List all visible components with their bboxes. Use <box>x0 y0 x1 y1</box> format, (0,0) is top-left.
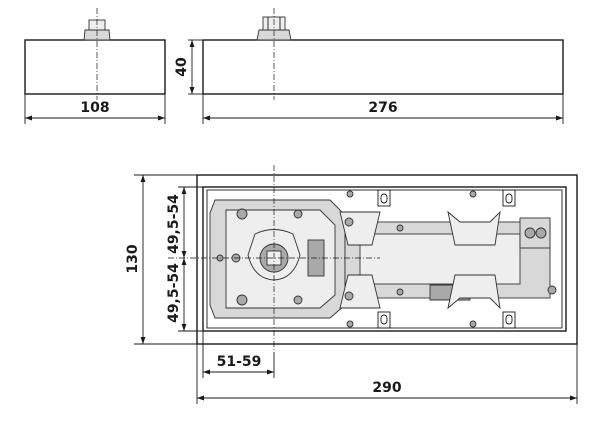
side-view-body <box>24 39 166 95</box>
dim-half-upper: 49,5-54 <box>166 194 182 254</box>
dim-side-width: 108 <box>80 100 109 116</box>
closer-mechanism <box>209 190 557 328</box>
mounting-slots <box>377 189 516 329</box>
dim-total-length: 290 <box>372 380 401 396</box>
dim-top-width: 130 <box>125 244 141 273</box>
dim-height: 40 <box>174 57 190 77</box>
dim-spindle-offset: 51-59 <box>217 354 262 370</box>
dim-half-lower: 49,5-54 <box>166 263 182 323</box>
dim-front-length: 276 <box>368 100 397 116</box>
top-view: 130 49,5-54 49,5-54 51-59 290 <box>125 165 578 404</box>
side-view: 108 <box>24 8 166 124</box>
front-view: 40 276 <box>174 8 564 124</box>
front-view-body <box>202 39 564 95</box>
